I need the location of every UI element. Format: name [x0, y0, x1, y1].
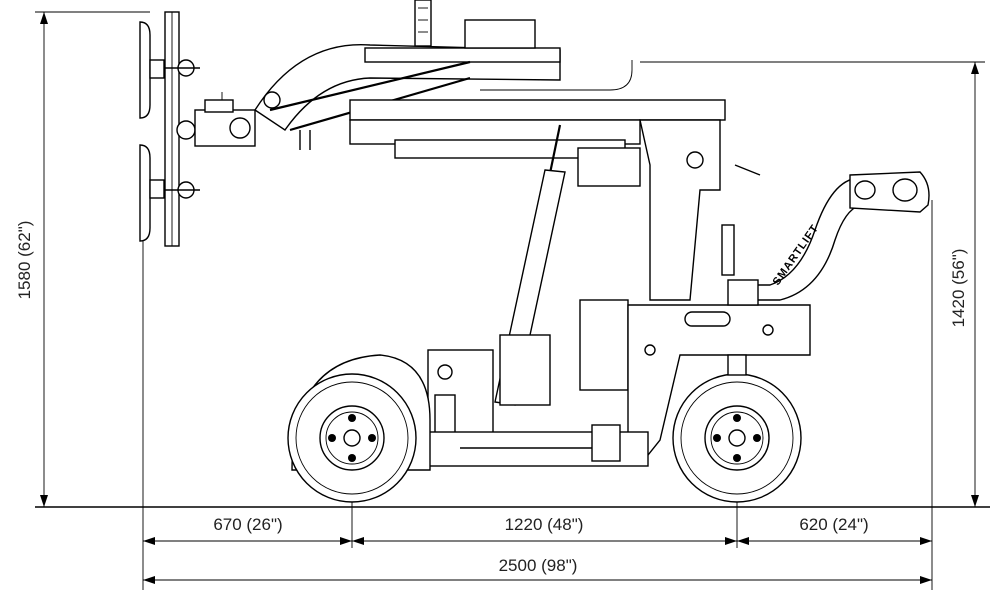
front-hub	[343, 429, 361, 447]
rotation-head-top	[204, 99, 234, 113]
rear-caster-mount	[727, 354, 747, 376]
overall-length-label: 2500 (98")	[499, 556, 578, 575]
arrow-a2	[340, 537, 352, 545]
hose-fittings	[299, 130, 311, 150]
chassis	[427, 119, 811, 467]
boom-rail-top	[364, 47, 561, 63]
pump-box	[577, 147, 641, 187]
front-rim-inner	[325, 411, 379, 465]
rear-lug-4	[713, 434, 721, 442]
control-gauge	[437, 364, 453, 380]
arrow-c2	[920, 537, 932, 545]
boom-mast	[414, 0, 432, 47]
handle-bracket	[727, 279, 759, 306]
pad-mount-top	[149, 59, 165, 79]
handle-post	[721, 224, 735, 276]
wheelbase-label: 1220 (48")	[505, 515, 584, 534]
arrow-d1	[143, 576, 155, 584]
rear-overhang-label: 620 (24")	[799, 515, 868, 534]
suction-pad-bottom	[139, 144, 151, 242]
boom-pivot	[263, 91, 281, 109]
pad-mount-bottom	[149, 179, 165, 199]
rear-lug-3	[733, 454, 741, 462]
front-wheel	[287, 354, 431, 503]
height-arrow-bottom	[40, 495, 48, 507]
column-pivot	[686, 151, 704, 169]
grip-knob-right	[892, 178, 918, 202]
boom-motor-box	[464, 19, 536, 49]
arrow-b2	[725, 537, 737, 545]
total-height-label: 1580 (62")	[15, 221, 34, 300]
handle-lever	[734, 164, 761, 176]
upright-column	[639, 119, 721, 301]
vacuum-frame	[139, 11, 256, 247]
arm-arrow-bottom	[971, 495, 979, 507]
rear-wheel	[672, 354, 802, 503]
boom-cylinder-1	[269, 60, 471, 112]
body-bolt-right	[762, 324, 774, 336]
boom-arm	[254, 0, 726, 159]
suction-pad-top	[139, 21, 151, 119]
arm-height-label: 1420 (56")	[949, 249, 968, 328]
body-slot	[684, 311, 731, 327]
front-lug-1	[348, 414, 356, 422]
height-arrow-top	[40, 12, 48, 24]
front-lug-3	[348, 454, 356, 462]
rear-rim-inner	[710, 411, 764, 465]
cylinder-base-box	[499, 334, 551, 406]
grip-knob-left	[854, 180, 876, 200]
battery-box	[579, 299, 629, 391]
arrow-b1	[352, 537, 364, 545]
base-bracket	[591, 424, 621, 462]
rear-hub	[728, 429, 746, 447]
front-overhang-label: 670 (26")	[213, 515, 282, 534]
arrow-c1	[737, 537, 749, 545]
rear-lug-1	[733, 414, 741, 422]
rear-tire-inner	[680, 381, 794, 495]
handle-assembly: SMARTLIFT	[721, 164, 930, 306]
arm-arrow-top	[971, 62, 979, 74]
energy-chain	[480, 60, 633, 91]
arrow-a1	[143, 537, 155, 545]
arrow-d2	[920, 576, 932, 584]
knob-mid	[176, 120, 196, 140]
carriage-rail	[349, 99, 726, 121]
front-lug-4	[328, 434, 336, 442]
body-bolt-left	[644, 344, 656, 356]
rear-lug-2	[753, 434, 761, 442]
front-tire-inner	[295, 381, 409, 495]
rotation-pivot	[229, 117, 251, 139]
front-lug-2	[368, 434, 376, 442]
control-switch	[434, 394, 456, 436]
